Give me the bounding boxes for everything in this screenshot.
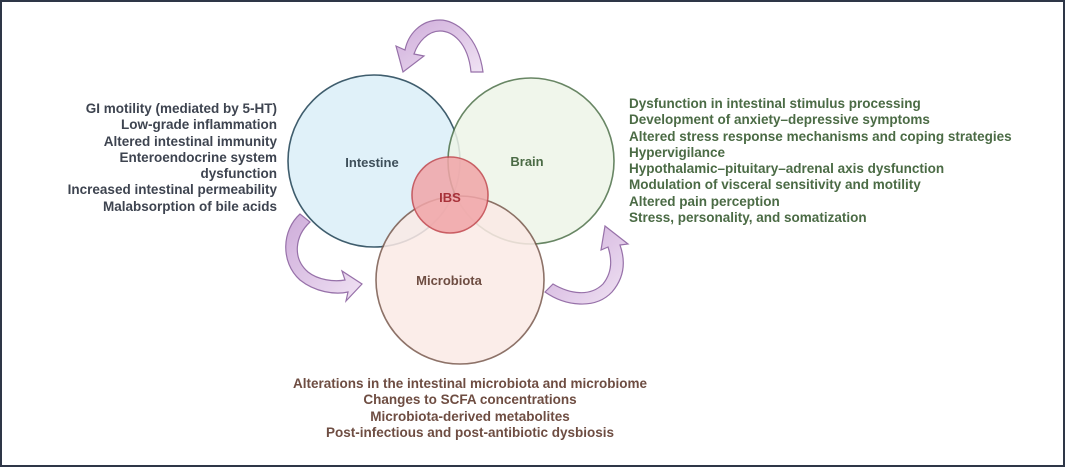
intestine-factor: Low-grade inflammation — [120, 117, 277, 133]
ibs-label: IBS — [439, 190, 461, 205]
brain-factor: Altered pain perception — [629, 193, 780, 209]
microbiota-factor: Alterations in the intestinal microbiota… — [292, 376, 648, 391]
top-cycle-arrow — [395, 19, 484, 74]
microbiota-label: Microbiota — [416, 273, 482, 288]
right-cycle-arrow — [544, 224, 630, 305]
intestine-factors-list: GI motility (mediated by 5-HT) Low-grade… — [68, 101, 277, 215]
microbiota-factor: Post-infectious and post-antibiotic dysb… — [325, 424, 615, 440]
microbiota-factor: Changes to SCFA concentrations — [363, 392, 577, 408]
brain-factor: Hypervigilance — [629, 144, 726, 160]
intestine-factor: GI motility (mediated by 5-HT) — [85, 101, 277, 116]
intestine-factor: Malabsorption of bile acids — [102, 198, 277, 214]
microbiota-factors-list: Alterations in the intestinal microbiota… — [210, 376, 730, 441]
intestine-factor: Increased intestinal permeability — [67, 182, 277, 198]
intestine-factor: dysfunction — [200, 166, 278, 182]
left-cycle-arrow — [285, 213, 363, 304]
brain-factors-list: Dysfunction in intestinal stimulus proce… — [629, 96, 1012, 226]
brain-factor: Dysfunction in intestinal stimulus proce… — [629, 96, 921, 111]
brain-factor: Modulation of visceral sensitivity and m… — [629, 177, 921, 193]
brain-factor: Development of anxiety–depressive sympto… — [629, 112, 930, 128]
intestine-label: Intestine — [345, 155, 398, 170]
brain-factor: Hypothalamic–pituitary–adrenal axis dysf… — [629, 161, 945, 177]
ibs-circle — [411, 156, 489, 234]
brain-factor: Stress, personality, and somatization — [629, 210, 867, 226]
intestine-factor: Altered intestinal immunity — [103, 133, 277, 149]
intestine-factor: Enteroendocrine system — [119, 149, 277, 165]
brain-factor: Altered stress response mechanisms and c… — [629, 128, 1012, 144]
microbiota-factor: Microbiota-derived metabolites — [370, 408, 570, 424]
brain-label: Brain — [510, 154, 543, 169]
